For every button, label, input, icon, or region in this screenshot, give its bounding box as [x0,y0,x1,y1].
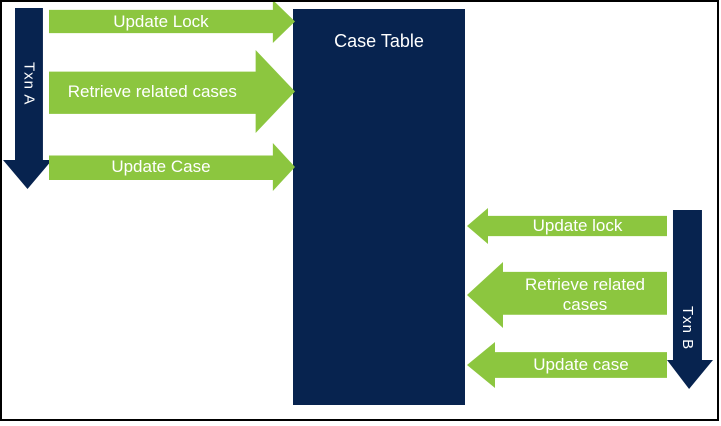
txn-a-label: Txn A [20,62,38,106]
arrow-retrieve-related-cases-a: Retrieve related cases [49,50,295,133]
case-table-box: Case Table [293,9,465,405]
case-table-label: Case Table [334,31,424,51]
arrow-retrieve-related-cases-a-label: Retrieve related cases [67,81,237,101]
arrow-update-lock-a-label: Update Lock [113,11,209,31]
arrow-retrieve-related-cases-b: Retrieve related cases [467,262,667,328]
txn-b-label: Txn B [678,306,696,351]
txn-b-arrow: Txn B [667,210,713,389]
txn-a-arrow: Txn A [3,8,52,189]
arrow-update-lock-b: Update lock [467,208,667,244]
arrow-update-case-b-label: Update case [533,355,629,375]
arrow-retrieve-related-cases-b-label: Retrieve related cases [525,275,646,314]
arrow-update-case-a: Update Case [49,143,295,191]
arrow-update-case-a-label: Update Case [111,157,211,177]
arrow-update-case-b: Update case [467,342,667,388]
arrow-update-lock-a: Update Lock [49,0,295,43]
arrow-update-lock-b-label: Update lock [532,216,623,236]
